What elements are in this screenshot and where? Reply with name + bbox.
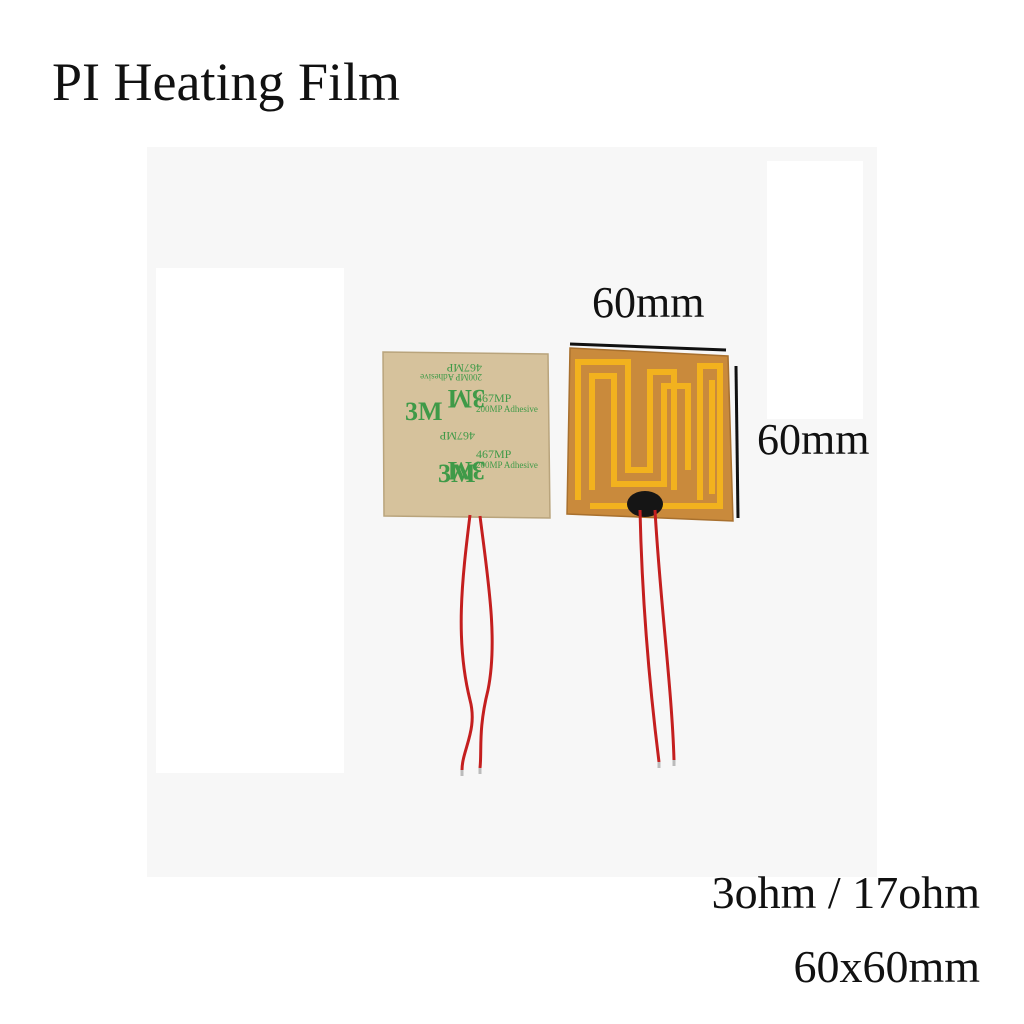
liner-print-pattern: 3M 3M 3M 3M 467MP 200MP Adhesive 467MP 2… [405,361,538,488]
liner-adhesive-1: 200MP Adhesive [420,372,482,382]
liner-model-2: 467MP [476,391,512,405]
lead-wire-3 [638,509,661,763]
photo-blank-panel-left [156,268,344,773]
liner-model-4: 467MP [476,447,512,461]
resistance-spec: 3ohm / 17ohm [711,867,980,918]
liner-logo-4: 3M [447,456,485,485]
height-dimension-line [734,365,740,519]
liner-logo-3: 3M [438,459,476,488]
width-dimension-label: 60mm [592,278,705,327]
page-title: PI Heating Film [52,52,400,112]
lead-wire-2 [478,515,494,769]
heating-trace [575,359,723,509]
solder-joint-cover [627,491,663,517]
width-dimension-line [569,342,727,352]
liner-model-1: 467MP [446,361,482,375]
heater-liner-side: 3M 3M 3M 3M 467MP 200MP Adhesive 467MP 2… [382,351,551,776]
size-spec: 60x60mm [793,941,980,992]
liner-model-3: 467MP [439,429,475,443]
height-dimension-label: 60mm [757,415,870,464]
liner-adhesive-3: 200MP Adhesive [476,460,538,470]
liner-logo-2: 3M [447,384,485,413]
heater-film-side [566,347,734,768]
lead-wire-1 [459,514,474,771]
liner-logo-1: 3M [405,397,443,426]
liner-adhesive-2: 200MP Adhesive [476,404,538,414]
photo-blank-panel-right [767,161,863,419]
adhesive-liner-sheet [382,351,551,519]
lead-wire-4 [653,509,676,761]
